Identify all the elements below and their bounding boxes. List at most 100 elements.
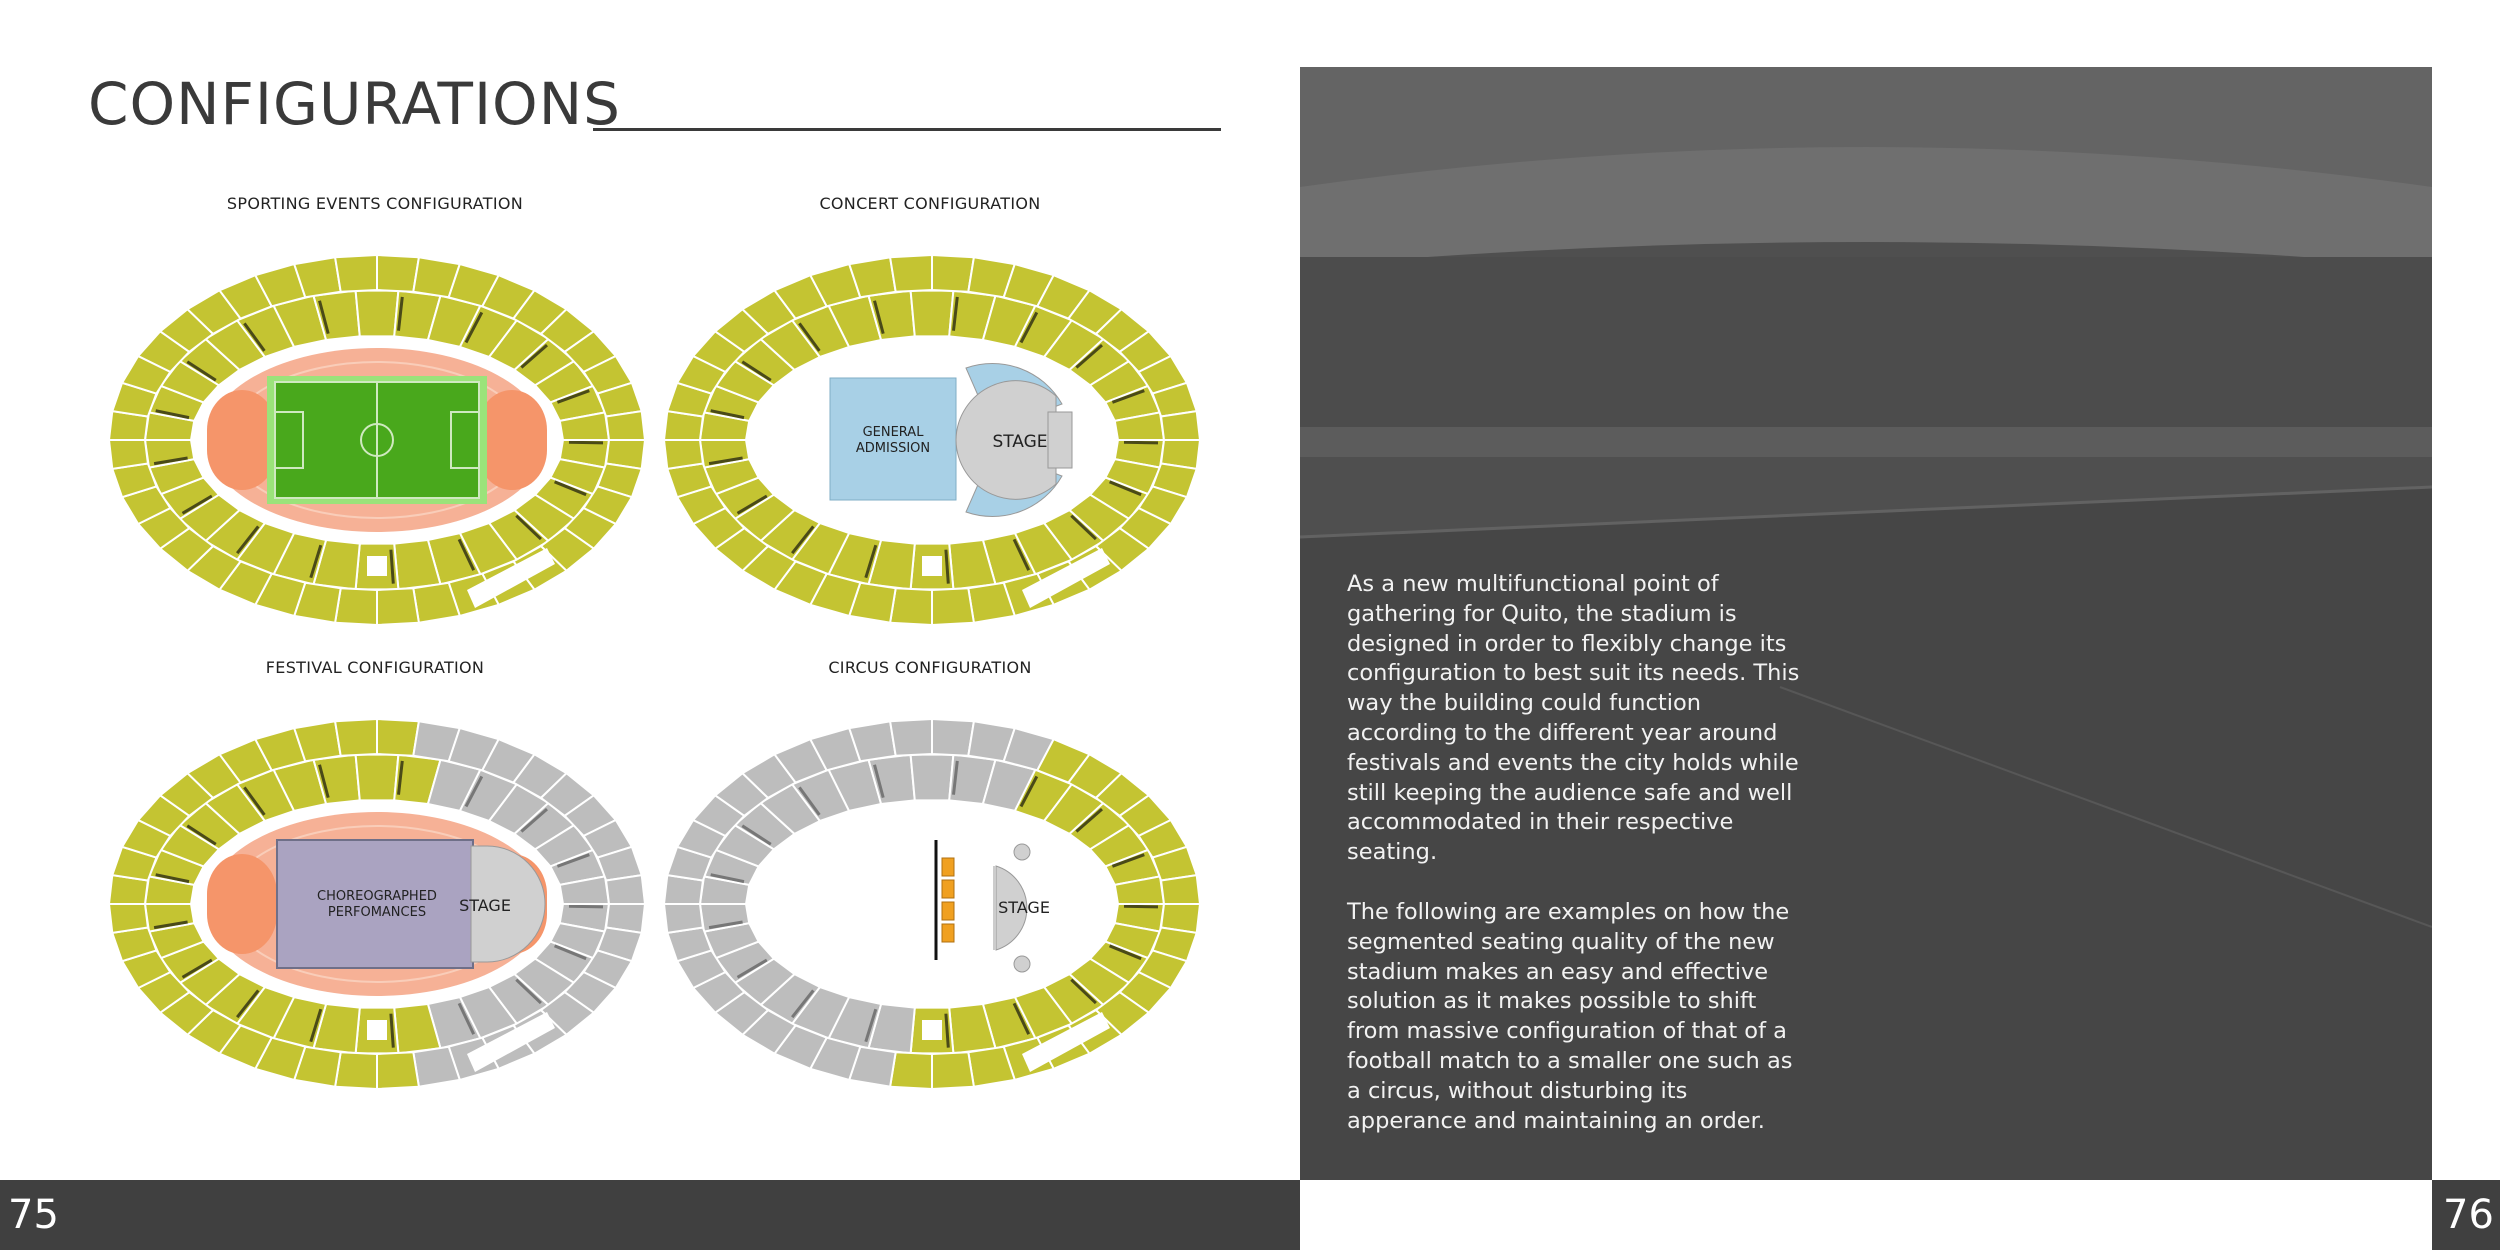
aisle-line <box>710 409 745 420</box>
footer-bar-left <box>0 1180 1300 1250</box>
seating-segment <box>888 717 933 757</box>
bowl-opening <box>467 1012 555 1072</box>
concert-configuration-label: CONCERT CONFIGURATION <box>819 194 1041 213</box>
festival-stadium-diagram: CHOREOGRAPHED PERFOMANCES STAGE <box>107 717 647 1091</box>
sporting-stadium-diagram <box>107 253 647 627</box>
aisle-line <box>1012 1002 1031 1035</box>
aisle-line <box>1123 904 1159 909</box>
football-field <box>1300 487 2432 1180</box>
aisle-line <box>944 549 950 584</box>
seating-segment <box>888 587 933 627</box>
aisle-line <box>520 807 548 833</box>
aisle-line <box>515 514 542 541</box>
seating-bowl <box>107 253 647 627</box>
aisle-line <box>309 1008 323 1043</box>
description-paragraph-1: As a new multifunctional point of gather… <box>1347 571 1800 866</box>
stadium-photo <box>1300 67 2432 1180</box>
penalty-box-left <box>274 411 304 469</box>
aisle-line <box>554 944 587 961</box>
aisle-line <box>798 786 821 816</box>
aisle-line <box>568 440 604 445</box>
aisle-line <box>397 760 404 795</box>
page-number-left: 75 <box>8 1192 59 1238</box>
circus-stage-text: STAGE <box>998 898 1050 917</box>
seating-segment <box>376 253 421 293</box>
seating-bowl <box>662 253 1202 627</box>
bowl-opening <box>467 548 555 608</box>
circus-block <box>941 857 955 877</box>
aisle-line <box>1111 389 1145 404</box>
aisle-line <box>1123 440 1159 445</box>
seating-bowl <box>662 717 1202 1091</box>
general-admission-area <box>829 377 957 501</box>
general-text: GENERAL <box>863 425 925 440</box>
aisle-line <box>243 786 266 816</box>
seating-segment <box>333 717 378 757</box>
seating-segment <box>931 1051 976 1091</box>
circus-configuration-plan: CIRCUS CONFIGURATION STAGE <box>650 654 1210 1091</box>
seating-segment <box>931 717 976 757</box>
choreographed-text: CHOREOGRAPHED <box>317 889 437 904</box>
aisle-line <box>397 296 404 331</box>
aisle-line <box>1075 807 1103 833</box>
circus-configuration-label: CIRCUS CONFIGURATION <box>828 658 1032 677</box>
seating-segment <box>888 1051 933 1091</box>
stadium-roof <box>1300 147 2432 267</box>
aisle-line <box>389 1013 395 1048</box>
aisle-line <box>236 525 260 555</box>
aisle-line <box>181 494 213 515</box>
grandstand-crowd <box>1300 257 2432 437</box>
aisle-line <box>1109 944 1142 961</box>
bowl-opening <box>1022 548 1110 608</box>
aisle-line <box>798 322 821 352</box>
seating-segment <box>333 1051 378 1091</box>
seating-segment <box>333 253 378 293</box>
aisle-line <box>708 456 743 466</box>
aisle-line <box>181 958 213 979</box>
circus-stadium-diagram: STAGE <box>662 717 1202 1091</box>
festival-configuration-label: FESTIVAL CONFIGURATION <box>265 658 485 677</box>
aisle-line <box>186 360 217 382</box>
seating-segment <box>107 439 150 471</box>
aisle-line <box>236 989 260 1019</box>
touchline <box>1300 485 2432 539</box>
aisle-line <box>791 525 815 555</box>
aisle-line <box>952 760 959 795</box>
aisle-line <box>944 1013 950 1048</box>
seating-segment <box>354 289 400 338</box>
track-end-right <box>477 390 547 490</box>
aisle-line <box>1111 853 1145 868</box>
circus-block <box>941 923 955 943</box>
stage-back <box>1047 411 1073 469</box>
circus-stage <box>995 865 1028 951</box>
sporting-configuration-plan: SPORTING EVENTS CONFIGURATION <box>95 190 655 627</box>
seating-segment <box>931 587 976 627</box>
aisle-line <box>1012 538 1031 571</box>
circus-block <box>941 879 955 899</box>
aisle-line <box>736 958 768 979</box>
sporting-configuration-label: SPORTING EVENTS CONFIGURATION <box>226 194 524 213</box>
aisle-line <box>1070 514 1097 541</box>
tunnel-gap <box>922 556 942 576</box>
circus-pole <box>1013 955 1031 973</box>
aisle-line <box>318 764 330 798</box>
aisle-line <box>464 775 484 808</box>
aisle-line <box>457 538 476 571</box>
field-marking <box>1779 686 2432 928</box>
seating-segment <box>888 253 933 293</box>
seating-segment <box>376 1051 421 1091</box>
aisle-line <box>736 494 768 515</box>
seating-segment <box>376 587 421 627</box>
aisle-line <box>318 300 330 334</box>
description-paragraph-2: The following are examples on how the se… <box>1347 898 1793 1134</box>
footer-bar-right <box>2432 1180 2500 1250</box>
circus-block <box>941 901 955 921</box>
aisle-line <box>1019 775 1039 808</box>
aisle-line <box>864 1008 878 1043</box>
performances-text: PERFOMANCES <box>328 905 426 920</box>
page-title: CONFIGURATIONS <box>88 70 621 138</box>
seating-segment <box>604 409 647 441</box>
aisle-line <box>710 873 745 884</box>
aisle-line <box>1075 343 1103 369</box>
aisle-line <box>457 1002 476 1035</box>
